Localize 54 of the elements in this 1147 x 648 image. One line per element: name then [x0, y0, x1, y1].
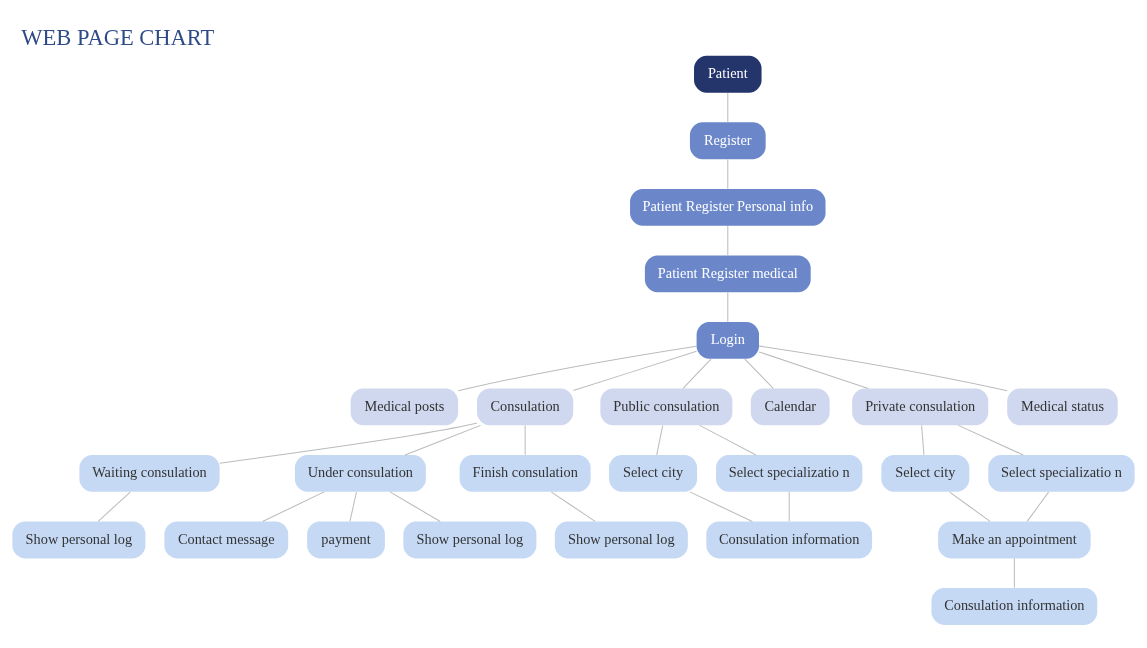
node-box: Consulation [477, 388, 574, 426]
connector [1013, 558, 1015, 589]
connector [727, 92, 729, 123]
node-box: Show personal log [554, 521, 688, 559]
connector [349, 491, 357, 522]
node-box: Contact message [164, 521, 289, 559]
connector [727, 158, 729, 190]
connector [744, 358, 774, 389]
connector [699, 424, 757, 456]
connector [689, 491, 753, 522]
connector [949, 491, 991, 522]
node-box: payment [307, 521, 385, 559]
connector [788, 491, 790, 522]
connector [219, 422, 478, 464]
node-box: Patient Register medical [644, 255, 811, 293]
node-box: Show personal log [12, 521, 146, 559]
connector [682, 358, 712, 389]
node-box: Patient [694, 55, 762, 93]
connector [389, 491, 441, 522]
connector [758, 351, 869, 389]
node-box: Make an appointment [938, 521, 1091, 559]
node-box: Finish consulation [459, 455, 591, 492]
connector [404, 424, 482, 456]
node-box: Medical posts [350, 388, 459, 426]
node-box: Show personal log [403, 521, 537, 559]
node-box: Consulation information [931, 588, 1098, 625]
node-box: Select city [881, 455, 970, 492]
diagram-title: WEB PAGE CHART [21, 25, 215, 51]
connector [957, 424, 1024, 456]
node-box: Under consulation [294, 455, 426, 492]
connector [97, 491, 131, 522]
node-box: Public consulation [600, 388, 733, 426]
node-box: Select city [609, 455, 698, 492]
node-box: Medical status [1007, 388, 1118, 426]
connector [524, 425, 526, 456]
node-box: Select specializatio n [988, 455, 1135, 492]
connector [457, 345, 697, 392]
node-box: Patient Register Personal info [630, 188, 826, 226]
connector [572, 350, 698, 392]
connector [262, 491, 325, 522]
node-box: Select specializatio n [716, 455, 863, 492]
node-box: Register [689, 122, 766, 160]
node-box: Waiting consulation [79, 455, 220, 492]
connector [1026, 491, 1050, 522]
connector [550, 491, 596, 522]
node-box: Login [696, 321, 759, 359]
connector [758, 345, 1008, 392]
node-box: Private consulation [852, 388, 989, 426]
connector [727, 292, 729, 323]
node-box: Consulation information [706, 521, 873, 559]
node-box: Calendar [750, 388, 830, 426]
connector [727, 225, 729, 256]
connector [656, 425, 664, 456]
connector [921, 425, 925, 456]
